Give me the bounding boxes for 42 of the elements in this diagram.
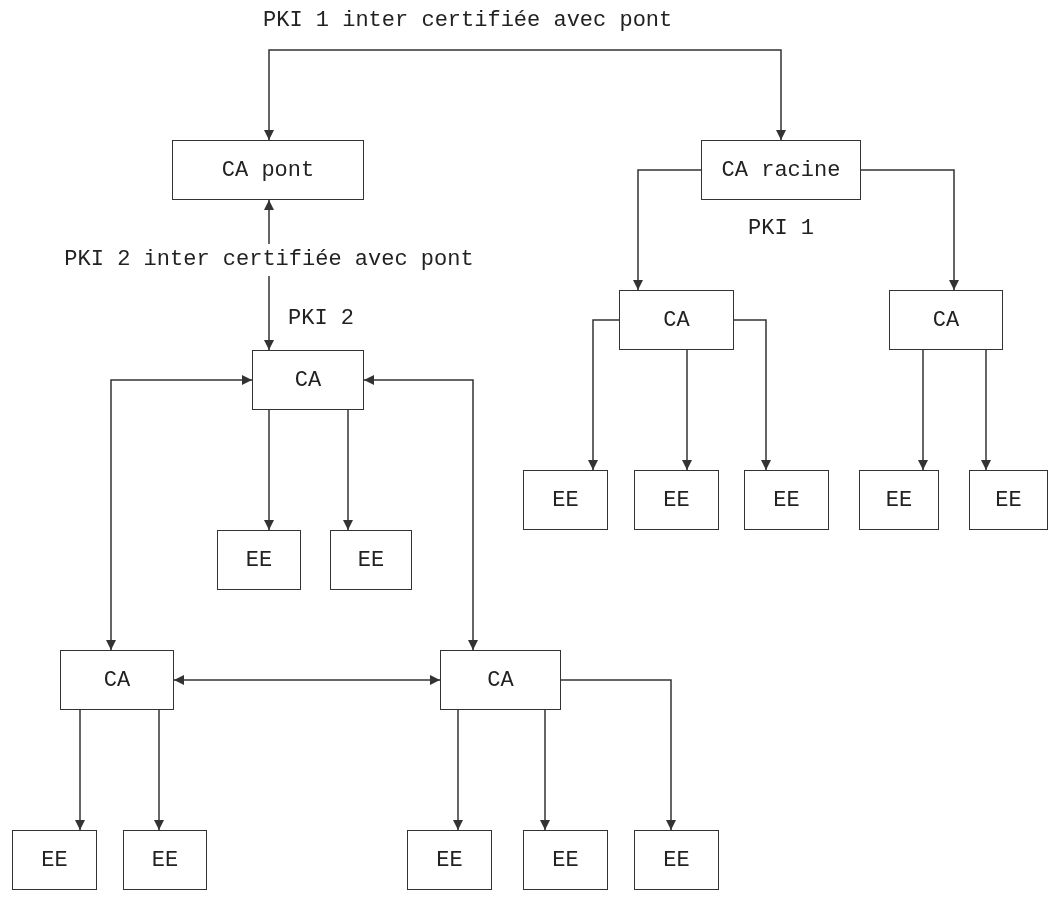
arrow xyxy=(560,679,676,831)
arrow xyxy=(682,349,692,471)
arrow xyxy=(981,349,991,471)
arrow xyxy=(540,709,550,831)
arrow xyxy=(264,409,274,531)
arrow xyxy=(154,709,164,831)
process-box: EE xyxy=(523,830,608,890)
process-box: EE xyxy=(744,470,829,530)
node-caption: PKI 1 xyxy=(748,218,814,240)
process-box: EE xyxy=(217,530,301,590)
arrow xyxy=(918,349,928,471)
arrow xyxy=(343,409,353,531)
process-box: EE xyxy=(12,830,97,890)
process-box: CA xyxy=(60,650,174,710)
arrow xyxy=(860,169,959,291)
process-box: CA pont xyxy=(172,140,364,200)
process-box: EE xyxy=(634,830,719,890)
process-box: EE xyxy=(123,830,207,890)
process-box: EE xyxy=(634,470,719,530)
process-box: CA racine xyxy=(701,140,861,200)
arrow xyxy=(733,319,771,471)
arrow xyxy=(75,709,85,831)
process-box: EE xyxy=(523,470,608,530)
process-box: EE xyxy=(330,530,412,590)
arrow xyxy=(453,709,463,831)
process-box: CA xyxy=(252,350,364,410)
arrow xyxy=(363,375,478,651)
process-box: CA xyxy=(440,650,561,710)
process-box: EE xyxy=(969,470,1048,530)
process-box: EE xyxy=(859,470,939,530)
process-box: CA xyxy=(619,290,734,350)
arrow xyxy=(264,49,786,141)
arrow xyxy=(633,169,702,291)
edge-label: PKI 1 inter certifiée avec pont xyxy=(263,10,673,32)
process-box: EE xyxy=(407,830,492,890)
process-box: CA xyxy=(889,290,1003,350)
arrow xyxy=(173,675,441,685)
arrow xyxy=(106,375,253,651)
node-caption: PKI 2 xyxy=(288,308,354,330)
arrow xyxy=(588,319,620,471)
edge-label: PKI 2 inter certifiée avec pont xyxy=(64,249,474,271)
arrow xyxy=(264,199,274,351)
